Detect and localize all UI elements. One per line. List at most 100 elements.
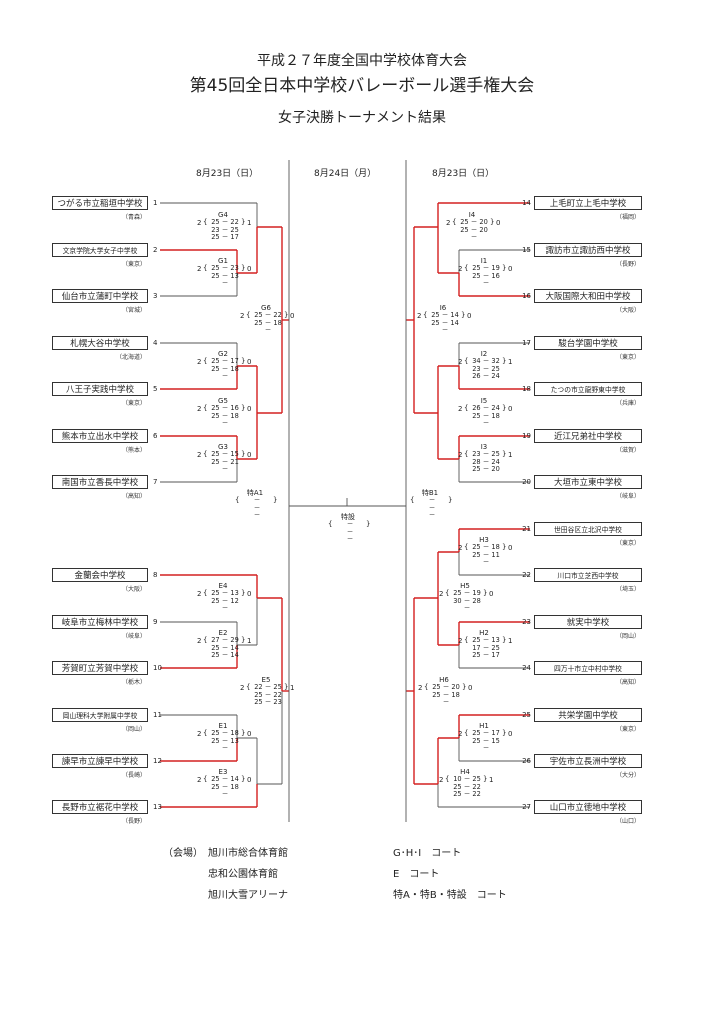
set-score: －: [253, 496, 261, 504]
bracket-open-icon: {: [452, 218, 457, 226]
bracket-close-icon: }: [502, 636, 507, 644]
set-score: 25 － 12: [211, 596, 239, 605]
bracket-close-icon: }: [241, 450, 246, 458]
bracket-open-icon: {: [203, 450, 208, 458]
match-code: H4: [460, 768, 470, 776]
match-code: 特A1: [246, 489, 264, 497]
left-set-wins: 2: [197, 776, 202, 784]
team-prefecture: （山口）: [615, 818, 640, 825]
bracket-close-icon: }: [502, 729, 507, 737]
team-prefecture: （東京）: [615, 354, 640, 361]
bracket-close-icon: }: [241, 589, 246, 597]
match-code: H5: [460, 582, 470, 590]
match-code: 特B1: [421, 489, 439, 497]
match-code: E4: [218, 582, 228, 590]
venue-place-3: 旭川大雪アリーナ: [208, 890, 288, 901]
team-prefecture: （長野）: [615, 261, 640, 268]
bracket-open-icon: {: [203, 775, 208, 783]
team-name-box: 仙台市立蒲町中学校: [52, 289, 148, 303]
right-set-wins: 1: [489, 776, 494, 784]
seed-number: 25: [522, 711, 531, 719]
team-name-box: 山口市立徳地中学校: [534, 800, 642, 814]
set-score: －: [441, 326, 449, 335]
set-score: 25 － 18: [472, 543, 500, 551]
left-set-wins: 2: [439, 590, 444, 598]
right-set-wins: 0: [489, 590, 494, 598]
seed-number: 16: [522, 292, 531, 300]
day-right: 8月23日（日）: [432, 169, 495, 179]
set-score: 27 － 29: [211, 636, 239, 644]
set-score: 25 － 18: [211, 364, 239, 373]
set-score: 25 － 15: [211, 450, 239, 458]
bracket-close-icon: }: [366, 520, 371, 528]
left-set-wins: 2: [197, 451, 202, 459]
set-score: 25 － 16: [211, 404, 239, 412]
right-set-wins: 0: [508, 544, 513, 552]
venue-place-1: 旭川市総合体育館: [208, 848, 288, 859]
team-prefecture: （滋賀）: [615, 447, 640, 454]
set-score: 25 － 18: [211, 782, 239, 791]
set-score: －: [253, 503, 261, 512]
bracket-close-icon: }: [273, 496, 278, 504]
set-score: 25 － 14: [431, 311, 459, 319]
team-name-box: 岐阜市立梅林中学校: [52, 615, 148, 629]
team-name-box: 駿台学園中学校: [534, 336, 642, 350]
set-score: －: [346, 520, 354, 528]
team-prefecture: （高知）: [121, 493, 146, 500]
right-set-wins: 1: [247, 637, 252, 645]
right-set-wins: 0: [247, 405, 252, 413]
day-center: 8月24日（月）: [314, 169, 377, 179]
seed-number: 23: [522, 618, 531, 626]
team-prefecture: （東京）: [121, 261, 146, 268]
set-score: 25 － 18: [254, 318, 282, 327]
right-set-wins: 0: [508, 265, 513, 273]
team-prefecture: （栃木）: [121, 679, 146, 686]
team-prefecture: （大分）: [615, 772, 640, 779]
set-score: 25 － 15: [472, 736, 500, 745]
left-set-wins: 2: [458, 358, 463, 366]
team-prefecture: （岐阜）: [121, 633, 146, 640]
match-result: 特B1{－－－}: [400, 489, 460, 519]
team-name-box: 大阪国際大和田中学校: [534, 289, 642, 303]
set-score: 25 － 14: [211, 643, 239, 652]
match-code: G1: [218, 257, 228, 265]
team-name-box: つがる市立稲垣中学校: [52, 196, 148, 210]
team-prefecture: （熊本）: [121, 447, 146, 454]
seed-number: 22: [522, 571, 531, 579]
bracket-open-icon: {: [203, 357, 208, 365]
match-code: E3: [218, 768, 228, 776]
header-line1: 平成２７年度全国中学校体育大会: [257, 53, 467, 69]
bracket-open-icon: {: [246, 683, 251, 691]
right-set-wins: 0: [290, 312, 295, 320]
seed-number: 15: [522, 246, 531, 254]
team-name-box: 南国市立香長中学校: [52, 475, 148, 489]
bracket-close-icon: }: [461, 311, 466, 319]
venue-court-1: G･H･I コート: [393, 848, 462, 859]
team-name-box: 宇佐市立長洲中学校: [534, 754, 642, 768]
set-score: 23 － 25: [211, 225, 239, 234]
bracket-close-icon: }: [502, 450, 507, 458]
match-code: I6: [439, 304, 447, 312]
team-prefecture: （大阪）: [615, 307, 640, 314]
left-set-wins: 2: [240, 312, 245, 320]
left-set-wins: 2: [417, 312, 422, 320]
right-set-wins: 0: [247, 265, 252, 273]
seed-number: 13: [153, 803, 162, 811]
set-score: －: [264, 326, 272, 335]
set-score: 25 － 16: [472, 271, 500, 280]
set-score: 25 － 18: [211, 729, 239, 737]
bracket-close-icon: }: [502, 264, 507, 272]
bracket-close-icon: }: [284, 683, 289, 691]
right-set-wins: 0: [247, 590, 252, 598]
set-score: 25 － 23: [211, 264, 239, 272]
bracket-open-icon: {: [410, 496, 415, 504]
